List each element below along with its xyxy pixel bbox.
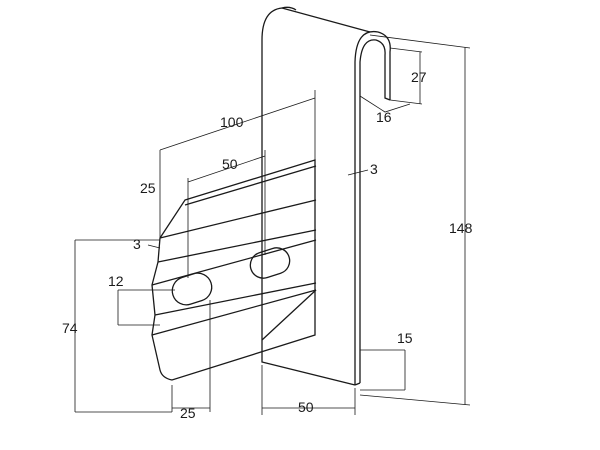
back-plate: [261, 6, 391, 386]
slot-right: [249, 247, 291, 279]
slot-left: [171, 272, 213, 306]
dim-50-slots: 50: [222, 156, 238, 172]
dim-25-top: 25: [140, 180, 156, 196]
dimension-lines: [74, 34, 471, 415]
dim-12: 12: [108, 273, 124, 289]
dim-100: 100: [220, 114, 244, 130]
dim-16: 16: [376, 109, 392, 125]
front-bracket: [151, 159, 317, 381]
dim-50-plate: 50: [298, 399, 314, 415]
dim-25-bottom: 25: [180, 405, 196, 421]
dim-3-chamfer: 3: [133, 236, 141, 252]
dim-74: 74: [62, 320, 78, 336]
dim-27: 27: [411, 69, 427, 85]
dim-3-thickness: 3: [370, 161, 378, 177]
dim-15: 15: [397, 330, 413, 346]
dim-148: 148: [449, 220, 473, 236]
